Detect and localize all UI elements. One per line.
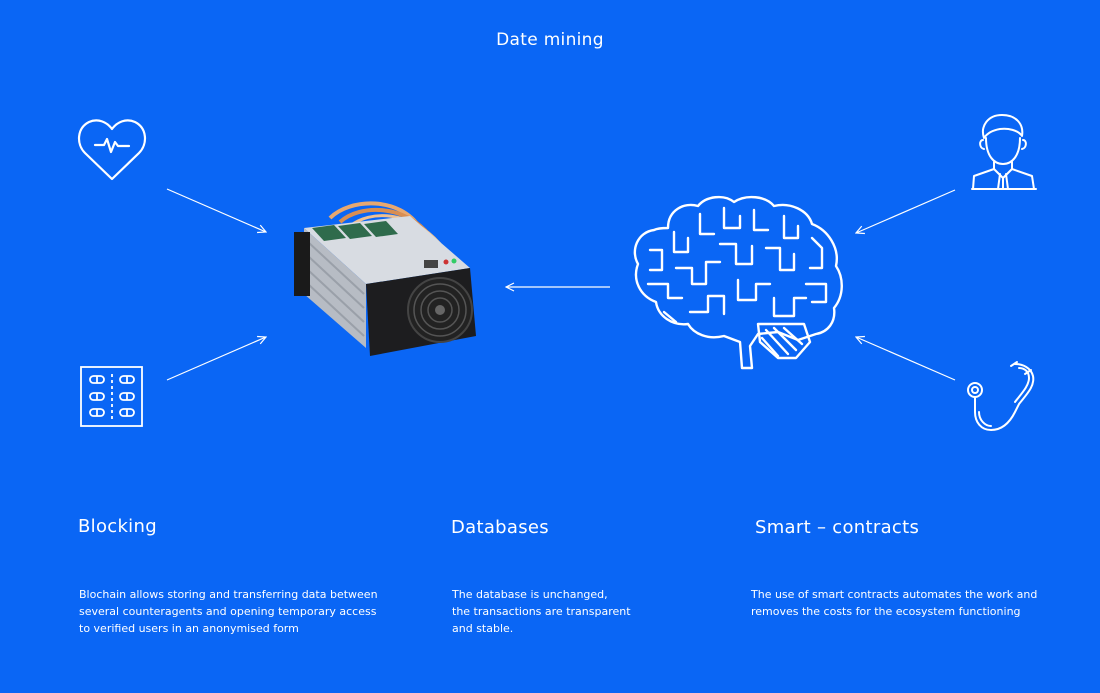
smart-contracts-heading: Smart – contracts	[755, 517, 920, 538]
blocking-heading: Blocking	[78, 516, 157, 537]
arrow-person-to-brain	[856, 189, 956, 233]
pills-blister-icon	[80, 366, 144, 428]
arrow-doctor-to-brain	[856, 337, 956, 381]
heart-pulse-icon	[76, 117, 148, 183]
databases-heading: Databases	[451, 517, 549, 538]
blocking-description: Blochain allows storing and transferring…	[79, 588, 378, 635]
arrow-pills-to-miner	[166, 337, 266, 381]
arrow-health-to-miner	[166, 188, 266, 232]
mining-rig-icon	[290, 198, 486, 364]
brain-icon	[628, 192, 846, 374]
smart-contracts-description: The use of smart contracts automates the…	[751, 588, 1038, 618]
databases-description: The database is unchanged, the transacti…	[452, 588, 631, 635]
user-icon	[970, 112, 1038, 192]
stethoscope-icon	[965, 360, 1039, 434]
page-title: Date mining	[496, 30, 604, 50]
